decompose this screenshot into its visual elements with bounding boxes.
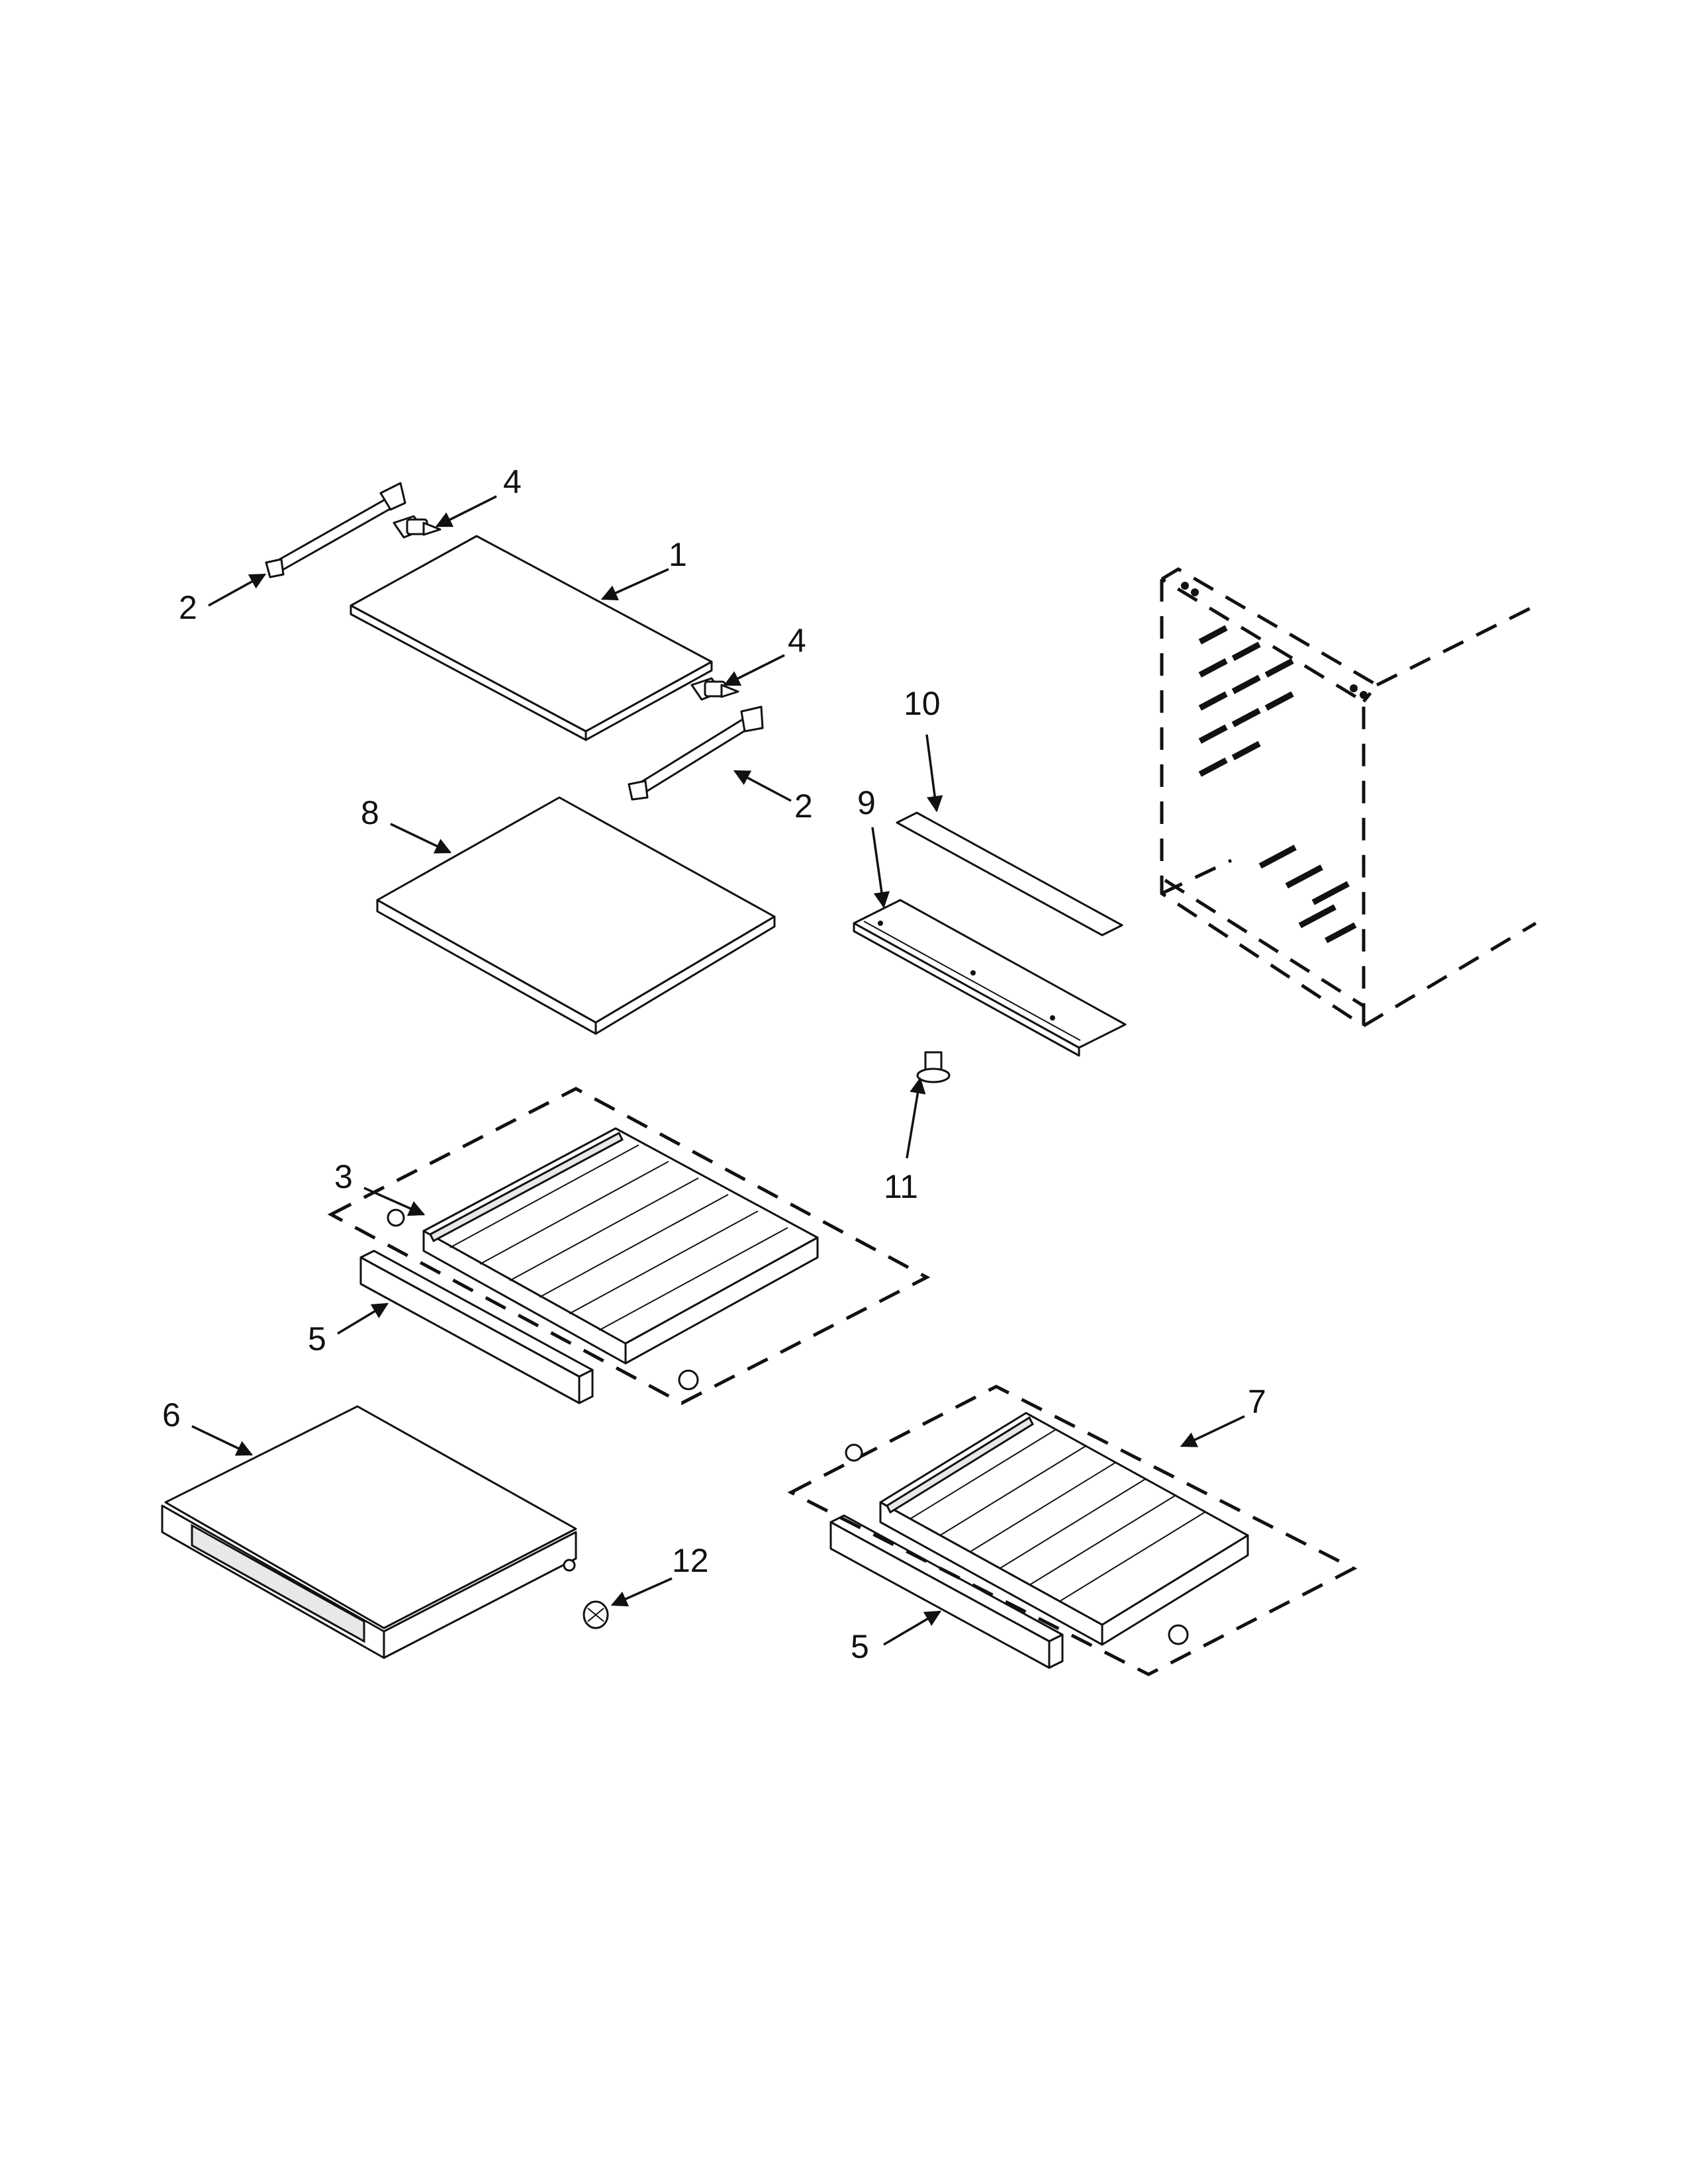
drawer-frame-lower-slats	[910, 1429, 1205, 1602]
drawer-cover-assembly	[161, 1405, 577, 1659]
drawer-frame-upper	[327, 1087, 931, 1405]
drawer-front-trim-upper	[359, 1250, 594, 1404]
shelf-rail-right	[628, 705, 764, 801]
screw-upper	[393, 515, 442, 539]
callout-6: 6	[162, 1396, 181, 1433]
callout-11: 11	[884, 1168, 918, 1205]
callout-12: 12	[672, 1542, 709, 1579]
callout-labels: 2 4 1 4 2 10 9 8 11 3 5 6 12 7 5	[162, 463, 1266, 1665]
drawer-frame-upper-slats	[449, 1144, 788, 1331]
cabinet-outline	[1160, 567, 1537, 1029]
callout-4-upper: 4	[503, 463, 522, 500]
bracket	[853, 899, 1127, 1057]
screw-lower	[690, 677, 739, 701]
callout-2-lower: 2	[794, 788, 813, 825]
callout-4-lower: 4	[788, 622, 806, 659]
glass-shelf-lower	[376, 796, 776, 1035]
callout-5-lower: 5	[851, 1628, 869, 1665]
callout-7: 7	[1248, 1383, 1266, 1420]
drawer-front-trim-lower	[829, 1514, 1064, 1669]
callout-2-upper: 2	[179, 589, 197, 626]
cabinet-vents	[1198, 625, 1357, 944]
knob	[583, 1600, 609, 1629]
bolt	[916, 1051, 951, 1083]
glass-shelf-upper	[350, 535, 713, 741]
leader-arrows	[191, 495, 1245, 1646]
callout-1: 1	[669, 536, 687, 573]
callout-8: 8	[361, 794, 379, 831]
callout-9: 9	[857, 784, 876, 821]
drawer-frame-lower	[787, 1385, 1358, 1676]
strip	[896, 811, 1123, 936]
callout-3: 3	[334, 1158, 353, 1195]
callout-10: 10	[904, 685, 941, 722]
callout-5-upper: 5	[308, 1320, 326, 1357]
shelf-rail-left	[265, 482, 406, 578]
